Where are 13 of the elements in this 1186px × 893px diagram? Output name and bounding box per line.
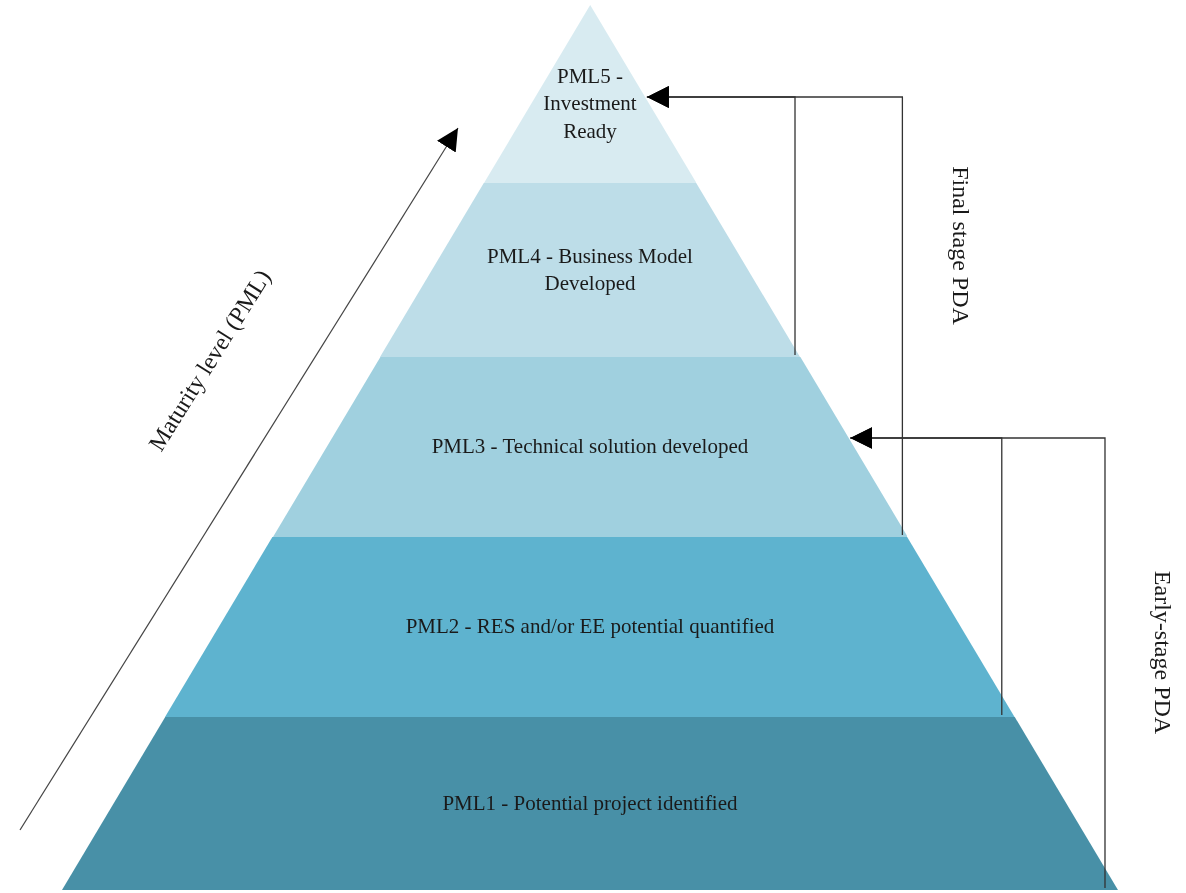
level-label: PML5 - Investment Ready bbox=[542, 63, 638, 145]
level-label: PML3 - Technical solution developed bbox=[431, 433, 749, 461]
pyramid-level bbox=[380, 183, 800, 357]
pyramid-level bbox=[272, 357, 908, 537]
level-label: PML2 - RES and/or EE potential quantified bbox=[405, 613, 775, 641]
arrow bbox=[849, 427, 1106, 889]
pyramid-level bbox=[165, 537, 1015, 717]
pyramid-level bbox=[483, 5, 697, 183]
pyramid-level bbox=[62, 717, 1118, 890]
bracket-label: Early-stage PDA bbox=[1148, 570, 1176, 734]
level-label: PML1 - Potential project identified bbox=[442, 789, 738, 817]
bracket-label: Final stage PDA bbox=[946, 165, 974, 325]
level-label: PML4 - Business Model Developed bbox=[486, 242, 694, 297]
